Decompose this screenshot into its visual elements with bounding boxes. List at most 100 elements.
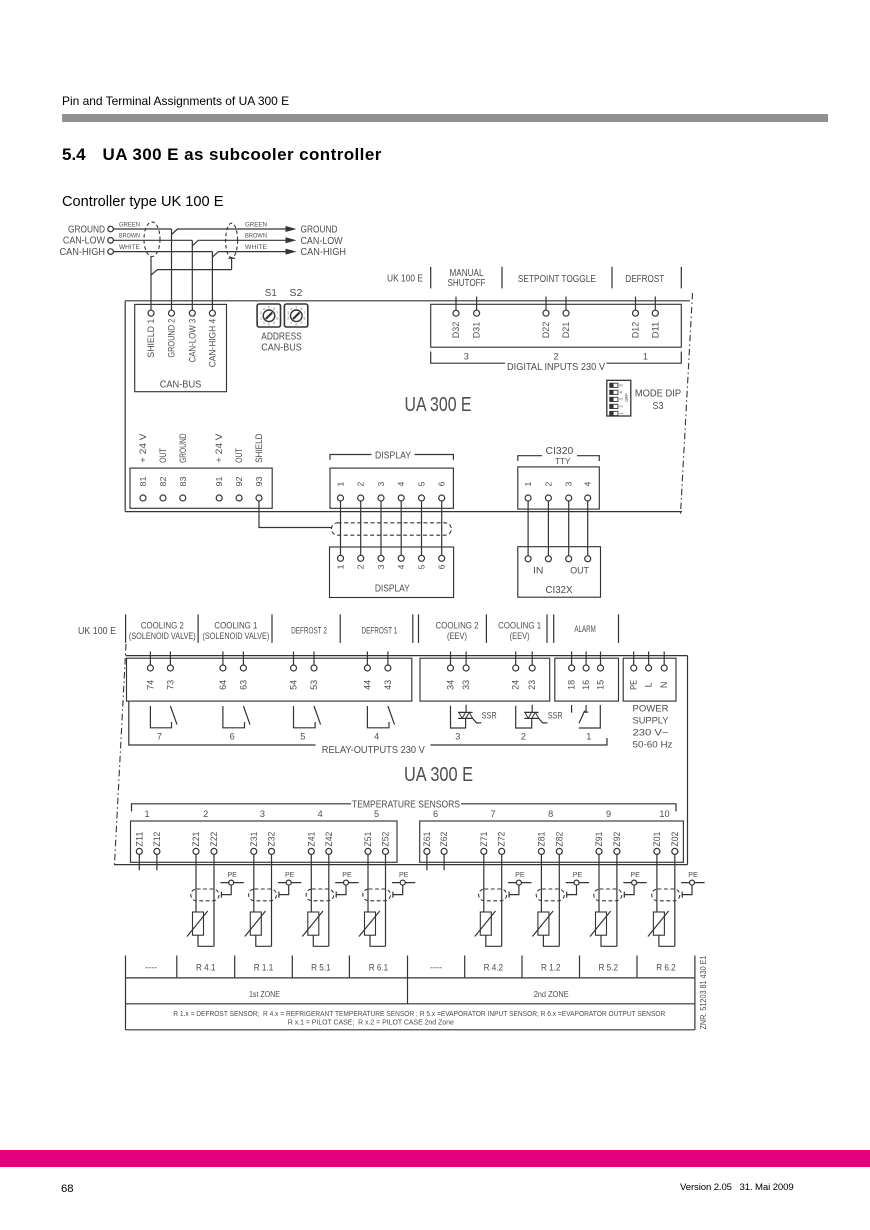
svg-text:IN: IN [533, 566, 543, 576]
svg-text:N: N [659, 682, 669, 689]
svg-text:Z12: Z12 [152, 832, 162, 847]
svg-text:CI320: CI320 [546, 446, 574, 457]
svg-text:74: 74 [145, 680, 155, 690]
svg-text:Z31: Z31 [249, 832, 259, 847]
svg-text:COOLING 1: COOLING 1 [498, 620, 541, 630]
svg-text:SHIELD: SHIELD [254, 433, 264, 463]
svg-text:SHUTOFF: SHUTOFF [448, 278, 486, 289]
svg-text:3: 3 [260, 809, 265, 819]
svg-text:10: 10 [659, 809, 669, 819]
svg-text:OUT: OUT [234, 448, 244, 463]
svg-text:34: 34 [446, 680, 456, 690]
svg-text:0: 0 [268, 323, 270, 327]
svg-text:DEFROST 1: DEFROST 1 [362, 626, 398, 636]
svg-text:Z62: Z62 [439, 832, 449, 847]
svg-text:D21: D21 [561, 322, 571, 339]
svg-text:4: 4 [290, 307, 292, 311]
svg-text:64: 64 [218, 680, 228, 690]
svg-text:R 6.1: R 6.1 [369, 963, 389, 973]
svg-text:2: 2 [543, 482, 553, 487]
svg-text:3: 3 [376, 482, 386, 487]
svg-text:PE: PE [630, 870, 640, 879]
svg-text:WHITE: WHITE [245, 244, 267, 251]
svg-text:(EEV): (EEV) [510, 631, 530, 641]
svg-text:63: 63 [238, 680, 248, 690]
svg-text:Z91: Z91 [594, 832, 604, 847]
svg-text:1: 1 [618, 412, 623, 415]
svg-text:PE: PE [515, 870, 525, 879]
svg-text:ALARM: ALARM [574, 624, 596, 634]
svg-text:DISPLAY: DISPLAY [375, 450, 411, 461]
svg-text:5: 5 [618, 383, 623, 386]
svg-text:4: 4 [396, 482, 406, 487]
svg-text:SETPOINT TOGGLE: SETPOINT TOGGLE [518, 274, 596, 285]
svg-text:93: 93 [254, 476, 264, 486]
svg-text:GREEN: GREEN [119, 221, 140, 228]
svg-text:4: 4 [618, 391, 623, 394]
svg-text:Z61: Z61 [422, 832, 432, 847]
svg-text:Z41: Z41 [306, 832, 316, 847]
svg-text:DEFROST: DEFROST [625, 274, 664, 285]
svg-text:3: 3 [287, 311, 289, 315]
svg-text:5: 5 [417, 564, 427, 569]
svg-text:PE: PE [629, 680, 639, 690]
svg-text:WHITE: WHITE [119, 244, 140, 251]
svg-text:DISPLAY: DISPLAY [375, 583, 410, 594]
svg-text:2: 2 [618, 405, 623, 408]
svg-text:16: 16 [581, 680, 591, 690]
svg-text:TTY: TTY [555, 457, 571, 466]
svg-text:5: 5 [268, 305, 270, 309]
svg-text:Z81: Z81 [536, 832, 546, 847]
svg-text:CAN-LOW: CAN-LOW [63, 236, 106, 247]
svg-text:81: 81 [138, 476, 148, 486]
svg-text:1: 1 [145, 809, 150, 819]
svg-text:2: 2 [521, 732, 526, 742]
svg-text:D31: D31 [472, 322, 482, 339]
svg-text:7: 7 [491, 809, 496, 819]
svg-text:CAN-HIGH: CAN-HIGH [301, 247, 347, 258]
svg-text:S2: S2 [289, 288, 302, 299]
svg-text:6: 6 [273, 307, 275, 311]
svg-text:7: 7 [157, 732, 162, 742]
svg-text:MODE DIP: MODE DIP [635, 389, 681, 400]
svg-text:R 1.2: R 1.2 [541, 963, 561, 973]
svg-text:7: 7 [276, 311, 278, 315]
svg-text:53: 53 [309, 680, 319, 690]
svg-text:PE: PE [342, 870, 352, 879]
svg-text:COOLING 2: COOLING 2 [436, 620, 479, 630]
svg-text:15: 15 [596, 680, 606, 690]
svg-text:24: 24 [511, 680, 521, 690]
svg-text:DEFROST 2: DEFROST 2 [291, 626, 327, 636]
svg-text:3: 3 [618, 398, 623, 401]
svg-text:5: 5 [374, 809, 379, 819]
svg-text:8: 8 [548, 809, 553, 819]
svg-text:9: 9 [273, 321, 275, 325]
svg-text:6: 6 [437, 564, 447, 569]
svg-text:82: 82 [158, 476, 168, 486]
svg-text:R 1.x = DEFROST SENSOR; R 4.x: R 1.x = DEFROST SENSOR; R 4.x = REFRIGER… [173, 1011, 665, 1018]
svg-text:3: 3 [564, 482, 574, 487]
svg-text:CAN-HIGH: CAN-HIGH [60, 247, 106, 258]
svg-text:ZNR. 51203 81 430 E1: ZNR. 51203 81 430 E1 [699, 956, 708, 1030]
svg-text:SHIELD 1: SHIELD 1 [146, 319, 156, 358]
svg-text:(EEV): (EEV) [447, 631, 467, 641]
svg-text:3: 3 [260, 311, 262, 315]
svg-text:CAN-LOW 3: CAN-LOW 3 [187, 319, 197, 363]
svg-text:5: 5 [295, 305, 297, 309]
svg-text:4: 4 [583, 482, 593, 487]
svg-text:Z92: Z92 [612, 832, 622, 847]
svg-text:44: 44 [362, 680, 372, 690]
svg-text:7: 7 [304, 311, 306, 315]
svg-text:6: 6 [300, 307, 302, 311]
svg-text:0: 0 [295, 323, 297, 327]
svg-text:Z01: Z01 [652, 832, 662, 847]
svg-text:UK 100 E: UK 100 E [387, 274, 423, 285]
svg-text:S1: S1 [265, 288, 277, 299]
svg-text:L: L [644, 682, 654, 687]
svg-text:6: 6 [433, 809, 438, 819]
svg-text:Z72: Z72 [497, 832, 507, 847]
svg-text:1: 1 [523, 482, 533, 487]
svg-text:Z82: Z82 [554, 832, 564, 847]
svg-text:3: 3 [464, 351, 469, 361]
svg-text:6: 6 [437, 482, 447, 487]
